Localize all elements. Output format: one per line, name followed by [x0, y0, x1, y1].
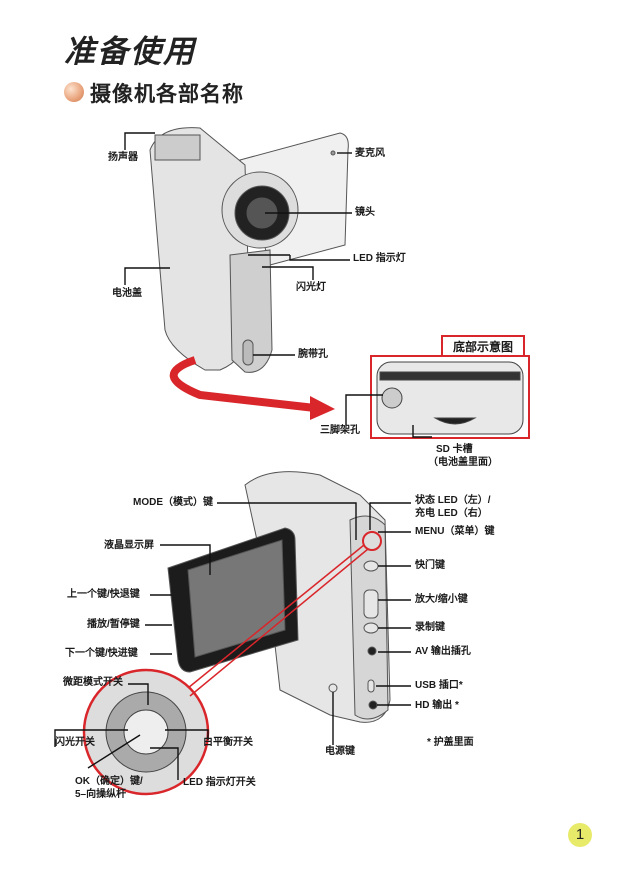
label-joystick: 5–向操纵杆: [75, 789, 127, 800]
label-next-key: 下一个键/快进键: [65, 648, 138, 659]
bottom-view-frame: [370, 355, 530, 439]
label-microphone: 麦克风: [355, 148, 385, 159]
bottom-view-title: 底部示意图: [441, 335, 525, 356]
label-play-pause-key: 播放/暂停键: [87, 619, 140, 630]
red-arrow: [169, 356, 316, 412]
joystick-detail: [82, 668, 210, 796]
label-tripod-hole: 三脚架孔: [320, 425, 360, 436]
page-number: 1: [568, 823, 592, 847]
label-record-key: 录制键: [415, 622, 445, 633]
label-status-led: 状态 LED（左）/: [415, 495, 491, 506]
label-strap-hole: 腕带孔: [298, 349, 328, 360]
label-cover-note: * 护盖里面: [427, 737, 474, 748]
label-ok-key: OK（确定）键/: [75, 776, 143, 787]
label-lens: 镜头: [355, 207, 375, 218]
label-charge-led: 充电 LED（右）: [415, 508, 488, 519]
camera-front-illustration: [149, 127, 349, 373]
label-av-out: AV 输出插孔: [415, 646, 471, 657]
camera-rear-illustration: [167, 471, 391, 723]
label-macro-switch: 微距模式开关: [63, 677, 123, 688]
label-mode-key: MODE（模式）键: [133, 497, 213, 508]
label-speaker: 扬声器: [108, 152, 138, 163]
label-prev-key: 上一个键/快退键: [67, 589, 140, 600]
label-hd-out: HD 输出 *: [415, 700, 459, 711]
label-wb-switch: 白平衡开关: [203, 737, 253, 748]
label-flash-switch: 闪光开关: [55, 737, 95, 748]
camera-bottom-illustration: [376, 361, 524, 435]
label-zoom-key: 放大/缩小键: [415, 594, 468, 605]
label-menu-key: MENU（菜单）键: [415, 526, 495, 537]
label-sd-slot: SD 卡槽: [436, 444, 473, 455]
label-sd-slot-note: （电池盖里面）: [428, 457, 498, 468]
label-flash: 闪光灯: [296, 282, 326, 293]
label-usb-port: USB 插口*: [415, 680, 463, 691]
label-shutter-key: 快门键: [415, 560, 445, 571]
label-battery-cover: 电池盖: [112, 288, 142, 299]
sphere-bullet-icon: [64, 82, 84, 102]
label-led-switch: LED 指示灯开关: [183, 777, 256, 788]
label-power-key: 电源键: [325, 746, 355, 757]
label-led-indicator: LED 指示灯: [353, 253, 406, 264]
label-lcd: 液晶显示屏: [104, 540, 154, 551]
section-heading: 摄像机各部名称: [90, 83, 244, 106]
page-title: 准备使用: [64, 34, 196, 69]
